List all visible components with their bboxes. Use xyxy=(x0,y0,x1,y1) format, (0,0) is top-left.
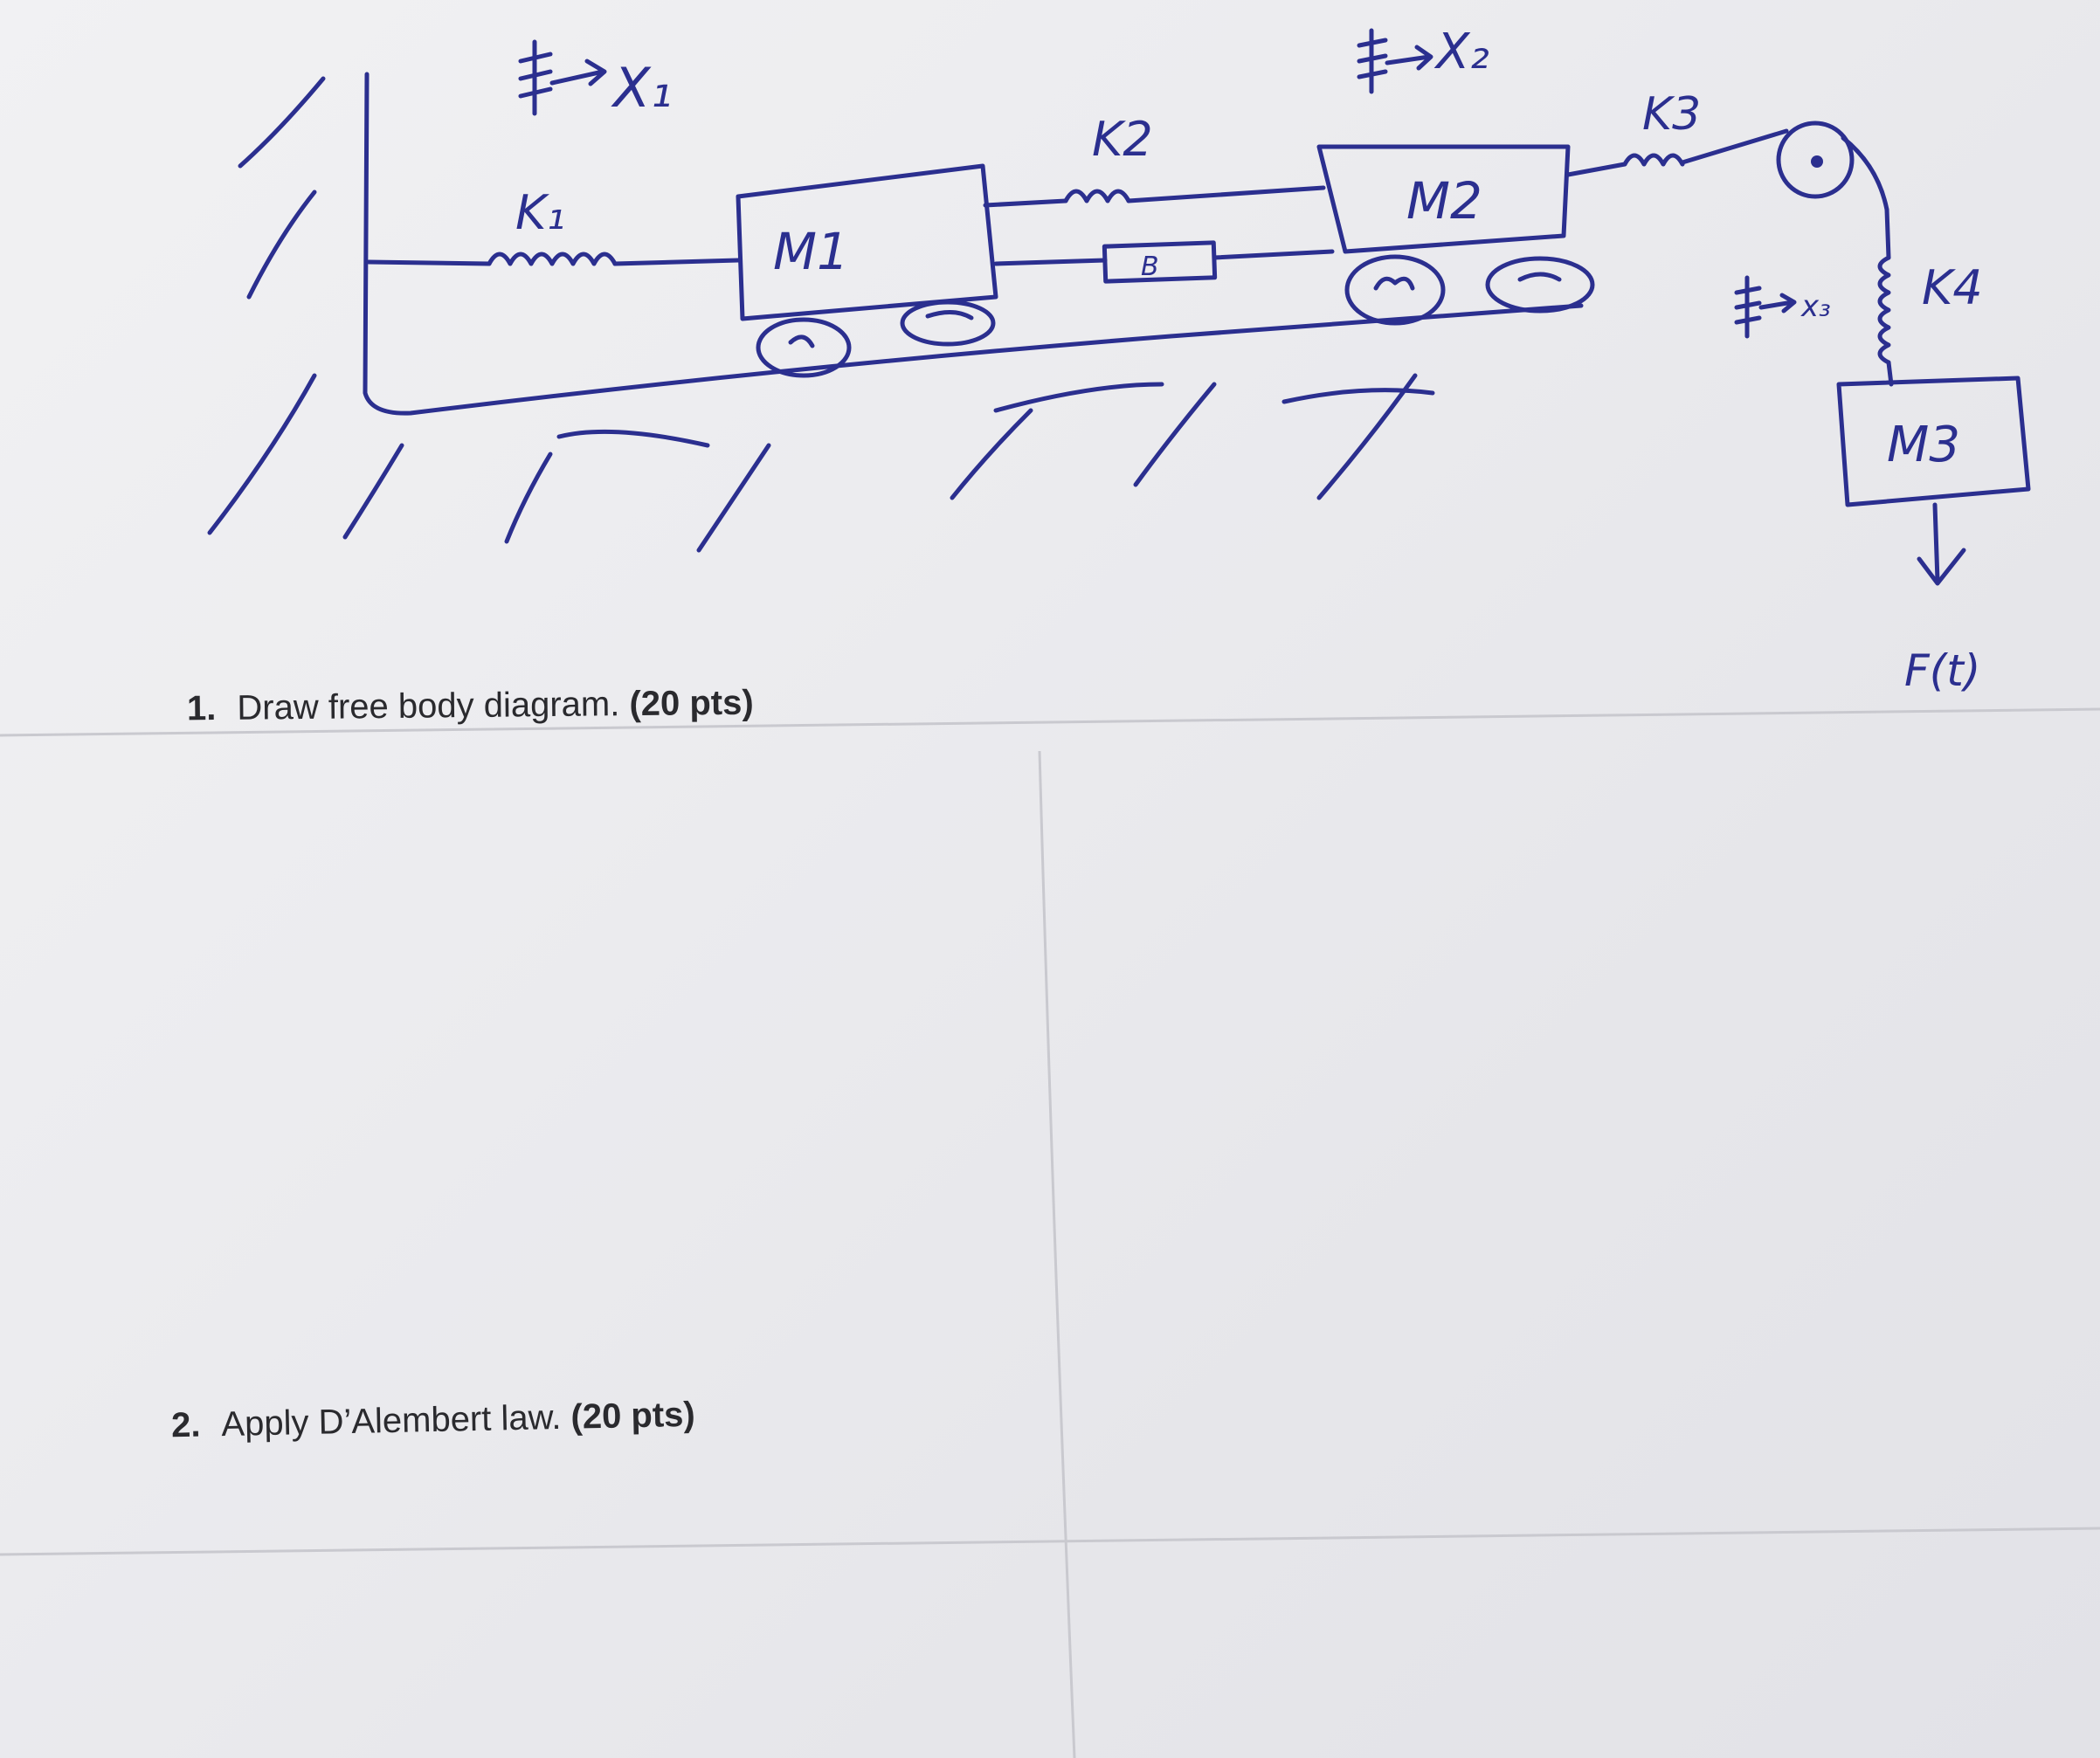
question-1-number: 1. xyxy=(186,689,217,728)
spring-k4 xyxy=(1877,207,1894,387)
m1-wheels xyxy=(756,300,996,378)
x1-label: X₁ xyxy=(611,56,672,120)
question-2-number: 2. xyxy=(170,1405,201,1445)
question-1-text: Draw free body diagram. xyxy=(237,685,620,727)
force-arrow xyxy=(1917,502,1966,586)
fold-crease-lower xyxy=(0,1527,2100,1556)
k3-label: K3 xyxy=(1642,88,1701,141)
mass-m1-block xyxy=(736,163,998,321)
spring-k3 xyxy=(1565,128,1789,177)
fold-crease-vertical xyxy=(1038,750,1076,1758)
question-2-points: (20 pts) xyxy=(570,1395,696,1437)
k2-label: K2 xyxy=(1092,112,1153,167)
k4-label: K4 xyxy=(1922,260,1983,315)
m2-wheels xyxy=(1344,254,1595,326)
mass-m3-block xyxy=(1836,376,2031,507)
mass-m2-block xyxy=(1316,144,1571,254)
x1-arrow-icon xyxy=(518,39,607,116)
m3-label: M3 xyxy=(1887,417,1960,473)
x3-arrow-icon xyxy=(1734,275,1797,339)
question-1-points: (20 pts) xyxy=(629,683,754,724)
wall-and-floor xyxy=(363,72,1584,416)
ground-hatching xyxy=(207,76,1435,553)
question-2-text: Apply D’Alembert law. xyxy=(220,1397,562,1444)
force-label: F(t) xyxy=(1904,645,1980,696)
m2-label: M2 xyxy=(1406,171,1482,231)
fold-crease-horizontal xyxy=(0,707,2100,737)
pulley xyxy=(1776,121,1889,212)
damper-b xyxy=(993,240,1335,284)
spring-k2 xyxy=(983,185,1326,208)
k1-label: K₁ xyxy=(515,185,565,240)
x2-label: X₂ xyxy=(1433,24,1489,80)
m1-label: M1 xyxy=(773,222,849,281)
x2-arrow-icon xyxy=(1357,28,1433,94)
b-label: B xyxy=(1141,252,1159,282)
spring-k1 xyxy=(366,252,741,266)
x3-label: x₃ xyxy=(1800,289,1831,324)
question-1: 1. Draw free body diagram. (20 pts) xyxy=(187,684,754,729)
